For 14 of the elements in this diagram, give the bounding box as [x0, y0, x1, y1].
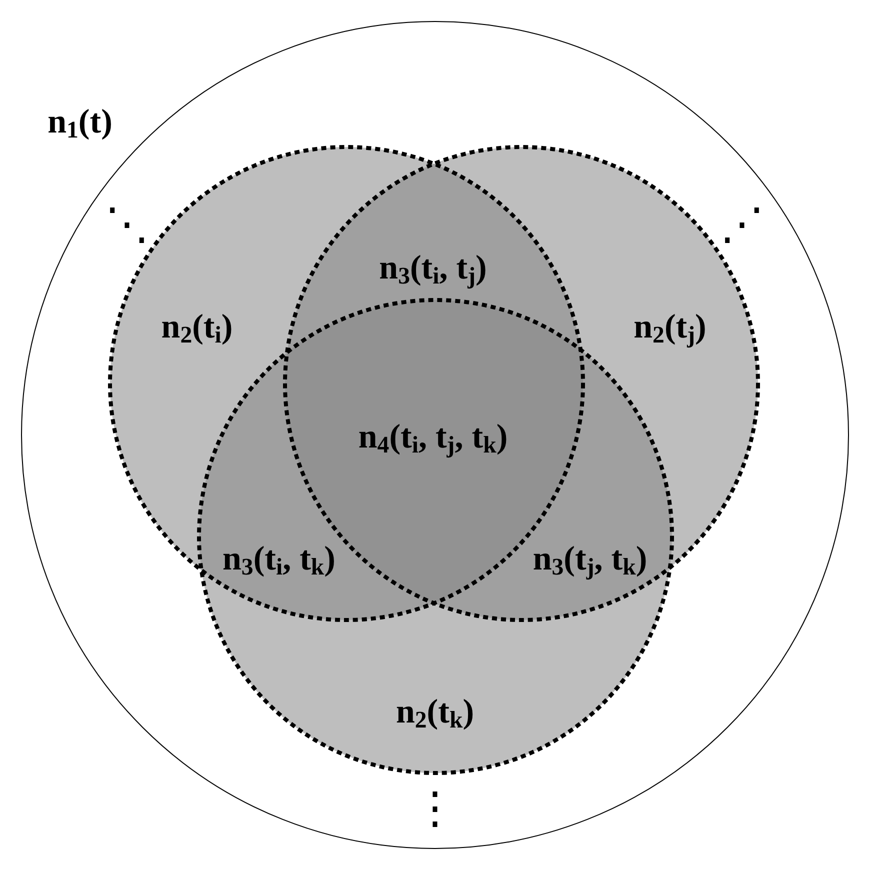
- set-label: n$_{2}$(t$_{i}$): [161, 307, 233, 347]
- region-label: n$_{3}$(t$_{i}$, t$_{k}$): [222, 539, 336, 579]
- region-label: n$_{3}$(t$_{i}$, t$_{j}$): [379, 248, 487, 288]
- set-label: n$_{2}$(t$_{k}$): [396, 692, 474, 732]
- set-circle: [108, 145, 585, 622]
- region-label: n$_{4}$(t$_{i}$, t$_{j}$, t$_{k}$): [358, 417, 508, 457]
- ellipsis-dots: ⋱: [105, 203, 149, 247]
- set-circle: [283, 145, 760, 622]
- set-label: n$_{1}$(t): [48, 102, 112, 142]
- set-label: n$_{2}$(t$_{j}$): [634, 307, 706, 347]
- ellipsis-dots: ⋰: [720, 203, 764, 247]
- ellipsis-dots: ⋮: [413, 787, 457, 831]
- region-label: n$_{3}$(t$_{j}$, t$_{k}$): [532, 539, 648, 579]
- outer-circle: [20, 20, 848, 848]
